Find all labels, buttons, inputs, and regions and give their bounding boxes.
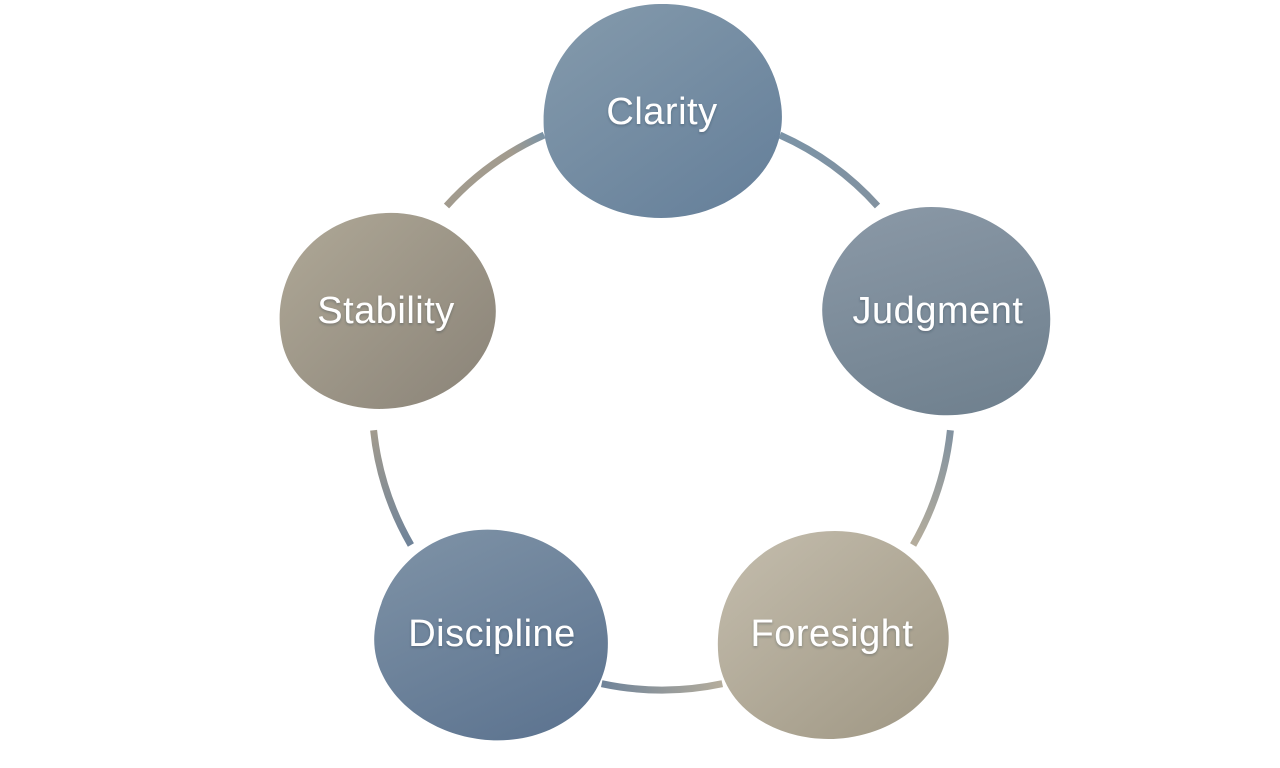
node-label-stability: Stability: [317, 290, 455, 332]
ring-segment-clarity-judgment: [778, 131, 881, 209]
node-label-judgment: Judgment: [853, 290, 1024, 332]
node-label-discipline: Discipline: [408, 613, 576, 655]
ring-segment-stability-clarity: [443, 131, 546, 209]
node-label-foresight: Foresight: [751, 613, 914, 655]
ring-segment-judgment-foresight: [910, 429, 954, 547]
node-label-clarity: Clarity: [606, 91, 717, 133]
cycle-ring: [370, 131, 954, 694]
node-labels: Clarity Judgment Foresight Discipline St…: [317, 91, 1023, 655]
ring-segment-discipline-stability: [370, 429, 414, 547]
ring-segment-foresight-discipline: [600, 680, 724, 694]
